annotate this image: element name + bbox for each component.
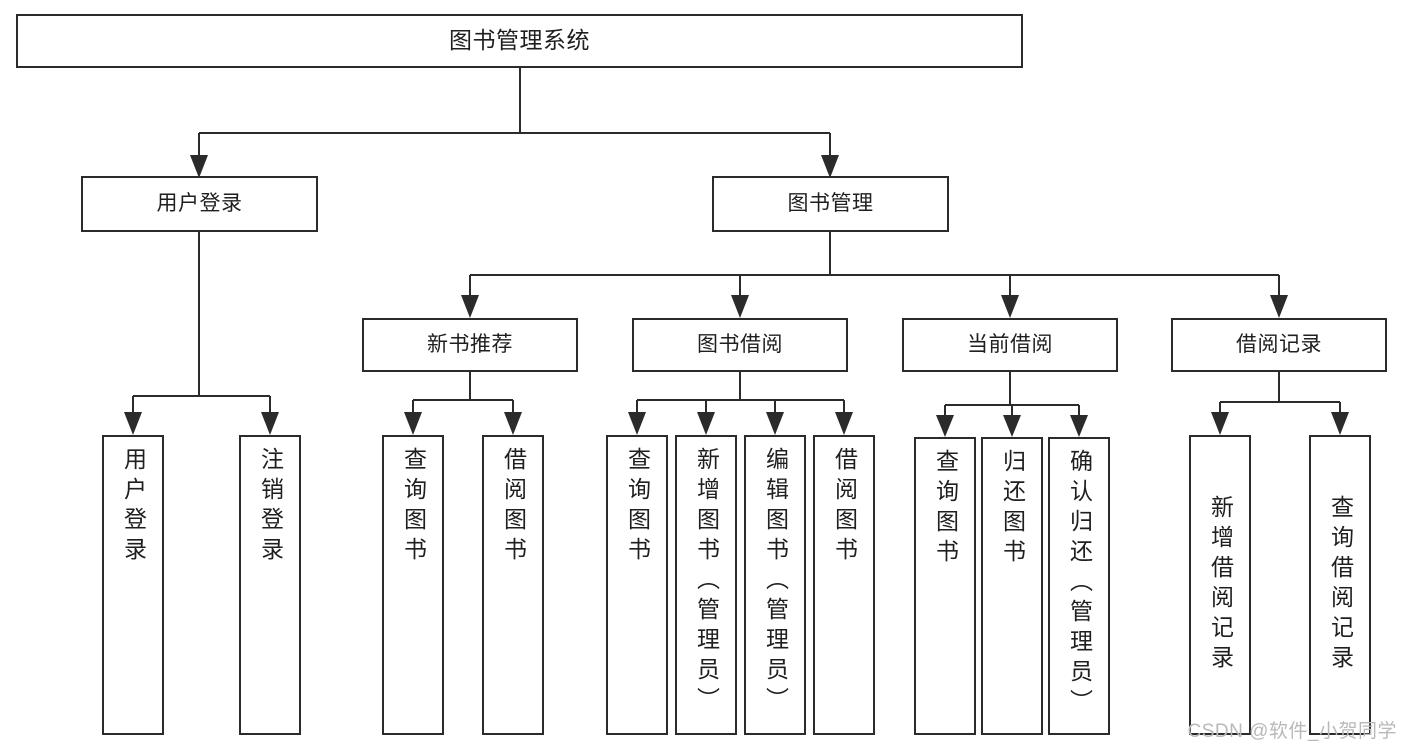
node-label: 借阅记录 — [1236, 332, 1322, 356]
leaf-borrow-book[interactable]: 借阅图书 — [813, 435, 875, 735]
csdn-watermark: CSDN @软件_小贺同学 — [1187, 721, 1397, 742]
leaf-logout[interactable]: 注销登录 — [239, 435, 301, 735]
node-root-book-management-system[interactable]: 图书管理系统 — [16, 14, 1023, 68]
leaf-add-borrow-record[interactable]: 新增借阅记录 — [1189, 435, 1251, 735]
leaf-query-book-current[interactable]: 查询图书 — [914, 437, 976, 735]
node-label: 注销登录 — [257, 447, 284, 567]
node-label: 查询图书 — [932, 449, 959, 569]
node-label: 用户登录 — [156, 191, 243, 215]
node-label: 新增借阅记录 — [1207, 495, 1234, 675]
node-label: 图书管理 — [787, 191, 874, 215]
leaf-edit-book-admin[interactable]: 编辑图书（管理员） — [744, 435, 806, 735]
node-label: 图书借阅 — [697, 332, 783, 356]
node-label: 编辑图书（管理员） — [762, 447, 789, 717]
leaf-query-borrow-record[interactable]: 查询借阅记录 — [1309, 435, 1371, 735]
node-label: 借阅图书 — [500, 447, 527, 567]
leaf-query-book-borrow[interactable]: 查询图书 — [606, 435, 668, 735]
node-label: 查询图书 — [400, 447, 427, 567]
node-new-book-recommendation[interactable]: 新书推荐 — [362, 318, 578, 372]
node-label: 确认归还（管理员） — [1066, 449, 1093, 719]
node-label: 当前借阅 — [967, 332, 1053, 356]
node-user-login[interactable]: 用户登录 — [81, 176, 318, 232]
leaf-confirm-return-admin[interactable]: 确认归还（管理员） — [1048, 437, 1110, 735]
node-label: 图书管理系统 — [449, 27, 590, 54]
node-label: 归还图书 — [999, 449, 1026, 569]
node-label: 新书推荐 — [427, 332, 513, 356]
leaf-query-book-recommend[interactable]: 查询图书 — [382, 435, 444, 735]
leaf-borrow-book-recommend[interactable]: 借阅图书 — [482, 435, 544, 735]
leaf-add-book-admin[interactable]: 新增图书（管理员） — [675, 435, 737, 735]
node-label: 新增图书（管理员） — [693, 447, 720, 717]
leaf-return-book[interactable]: 归还图书 — [981, 437, 1043, 735]
node-current-borrow[interactable]: 当前借阅 — [902, 318, 1118, 372]
node-label: 用户登录 — [120, 447, 147, 567]
node-book-management[interactable]: 图书管理 — [712, 176, 949, 232]
node-label: 借阅图书 — [831, 447, 858, 567]
node-label: 查询借阅记录 — [1327, 495, 1354, 675]
node-label: 查询图书 — [624, 447, 651, 567]
node-book-borrow[interactable]: 图书借阅 — [632, 318, 848, 372]
leaf-user-login[interactable]: 用户登录 — [102, 435, 164, 735]
node-borrow-record[interactable]: 借阅记录 — [1171, 318, 1387, 372]
